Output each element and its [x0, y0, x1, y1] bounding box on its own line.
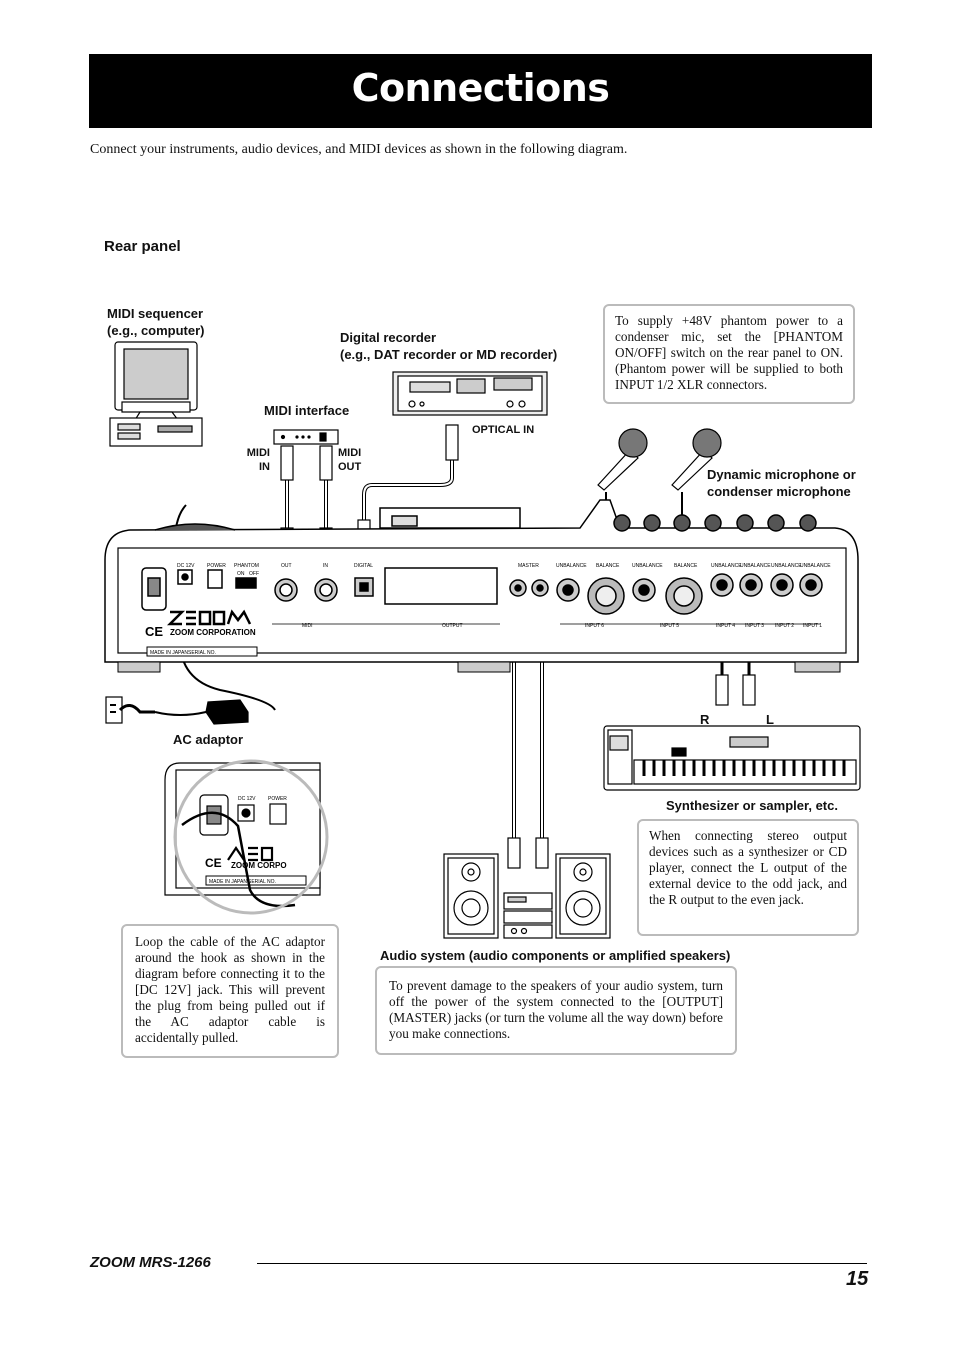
optical-in-label: OPTICAL IN	[472, 424, 535, 436]
zoom-logo	[166, 609, 252, 626]
unbalance-label-5: UNBALANCE	[632, 563, 663, 569]
inset-ce-mark: CE	[205, 856, 222, 870]
serial-label: SERIAL NO.	[188, 650, 216, 656]
speakers-note: To prevent damage to the speakers of you…	[375, 966, 737, 1055]
title-bar: Connections	[89, 54, 872, 128]
made-in-label: MADE IN JAPAN	[150, 650, 188, 656]
digital-label: DIGITAL	[354, 563, 373, 569]
unbalance-label-4: UNBALANCE	[711, 563, 742, 569]
ac-adaptor-icon	[105, 696, 249, 725]
synth-label: Synthesizer or sampler, etc.	[666, 798, 838, 813]
footer-model: ZOOM MRS-1266	[90, 1254, 211, 1271]
loop-note: Loop the cable of the AC adaptor around …	[121, 924, 339, 1058]
phantom-note: To supply +48V phantom power to a conden…	[603, 304, 855, 404]
page-title: Connections	[351, 66, 610, 110]
input1-label: INPUT 1	[803, 623, 822, 629]
digital-recorder-label: Digital recorder(e.g., DAT recorder or M…	[340, 330, 558, 362]
unbalance-label-2: UNBALANCE	[771, 563, 802, 569]
midi-out-port-label: OUT	[281, 563, 292, 569]
dat-recorder-icon	[392, 371, 548, 416]
footer-rule	[257, 1263, 867, 1264]
input3-label: INPUT 3	[745, 623, 764, 629]
brand-label: ZOOM CORPORATION	[170, 628, 256, 637]
on-label: ON	[237, 571, 245, 577]
ac-adaptor-label: AC adaptor	[173, 732, 244, 747]
inset-dc12v-label: DC 12V	[238, 796, 256, 802]
section-label: Rear panel	[104, 238, 181, 255]
page-number: 15	[846, 1268, 869, 1290]
synthesizer-icon	[603, 725, 861, 791]
unbalance-label-3: UNBALANCE	[740, 563, 771, 569]
intro-text: Connect your instruments, audio devices,…	[90, 142, 628, 157]
hook-detail-inset	[164, 759, 329, 915]
unbalance-label-1: UNBALANCE	[800, 563, 831, 569]
input2-label: INPUT 2	[775, 623, 794, 629]
midi-section-label: MIDI	[302, 623, 313, 629]
midi-in-port-label: IN	[323, 563, 328, 569]
inset-serial: SERIAL NO.	[248, 879, 276, 885]
ce-mark: CE	[145, 624, 163, 639]
rear-panel	[104, 499, 859, 673]
dc12v-label: DC 12V	[177, 563, 195, 569]
midi-interface-label: MIDI interface	[264, 403, 350, 418]
midi-interface-icon	[273, 429, 339, 445]
r-label: R	[700, 712, 710, 727]
audio-system-label: Audio system (audio components or amplif…	[380, 948, 731, 963]
balance-label-5: BALANCE	[674, 563, 698, 569]
stereo-note: When connecting stereo output devices su…	[637, 819, 859, 936]
inset-power-label: POWER	[268, 796, 287, 802]
balance-label-6: BALANCE	[596, 563, 620, 569]
audio-system-icon	[443, 853, 611, 939]
l-label: L	[766, 712, 774, 727]
power-label: POWER	[207, 563, 226, 569]
phantom-label: PHANTOM	[234, 563, 259, 569]
output-section-label: OUTPUT	[442, 623, 463, 629]
inset-made-in: MADE IN JAPAN	[209, 879, 247, 885]
computer-icon	[109, 341, 203, 447]
midi-sequencer-label: MIDI sequencer(e.g., computer)	[107, 306, 205, 338]
inset-brand-label: ZOOM CORPO	[231, 861, 287, 870]
off-label: OFF	[249, 571, 259, 577]
master-label: MASTER	[518, 563, 539, 569]
input5-label: INPUT 5	[660, 623, 679, 629]
unbalance-label-6: UNBALANCE	[556, 563, 587, 569]
input4-label: INPUT 4	[716, 623, 735, 629]
input6-label: INPUT 6	[585, 623, 604, 629]
